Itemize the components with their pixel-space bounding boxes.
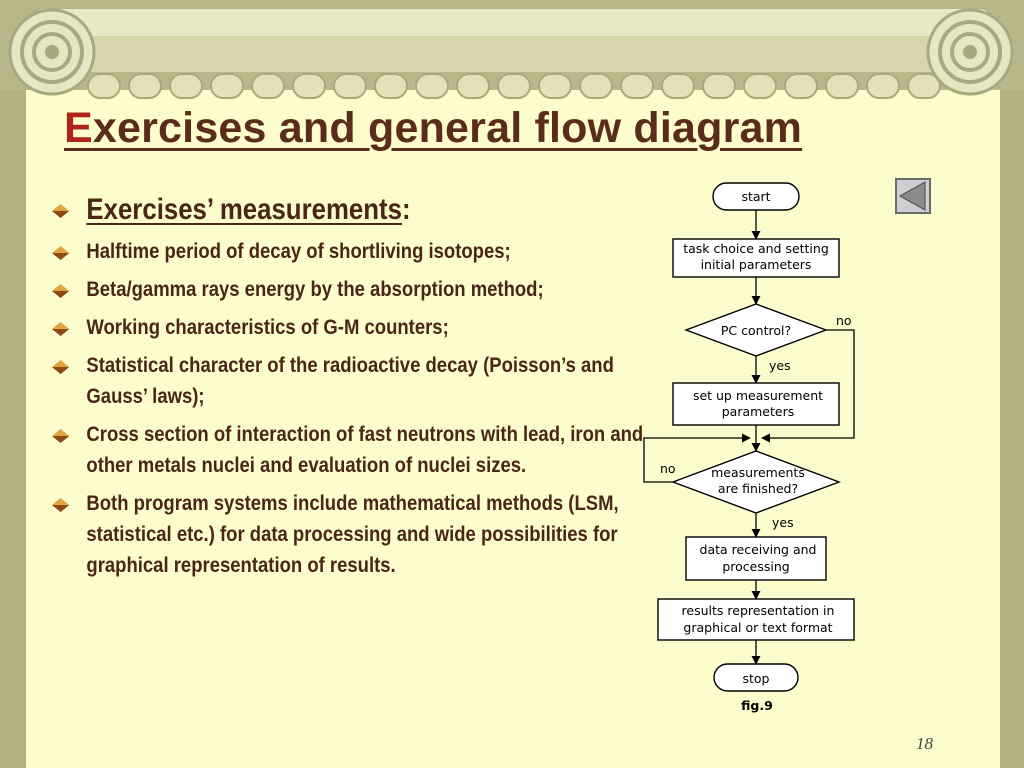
data-label-1: data receiving and — [700, 542, 817, 557]
connector-pc-no — [761, 329, 855, 443]
bullet-list: Exercises’ measurements: Halftime period… — [52, 190, 643, 588]
list-item: Beta/gamma rays energy by the absorption… — [52, 274, 655, 305]
diamond-bullet-icon — [52, 284, 70, 298]
flow-diagram: start task choice and setting initial pa… — [643, 182, 855, 713]
dentil-ornament — [415, 73, 449, 99]
dentil-ornament — [825, 73, 859, 99]
dentil-ornament — [661, 73, 695, 99]
dentil-ornament — [456, 73, 490, 99]
data-box — [685, 536, 827, 581]
figure-caption: fig.9 — [741, 698, 773, 713]
pc-control-label: PC control? — [721, 323, 791, 338]
meas-label-1: measurements — [711, 465, 805, 480]
connector-meas-no — [643, 433, 751, 483]
pc-control-decision — [683, 303, 829, 357]
data-label-2: processing — [722, 559, 789, 574]
list-item: Both program systems include mathematica… — [52, 488, 655, 581]
meas-yes-label: yes — [772, 515, 794, 530]
left-pillar — [0, 90, 26, 768]
right-pillar — [1000, 90, 1024, 768]
results-label-1: results representation in — [682, 603, 835, 618]
meas-no-label: no — [660, 461, 676, 476]
dentil-ornament — [333, 73, 367, 99]
dentil-ornament — [866, 73, 900, 99]
column-capital-decoration — [8, 7, 1014, 99]
slide-title: Exercises and general flow diagram — [64, 104, 802, 153]
previous-slide-button[interactable] — [895, 178, 931, 214]
list-item: Cross section of interaction of fast neu… — [52, 419, 655, 481]
list-heading: Exercises’ measurements: — [52, 190, 655, 230]
diamond-bullet-icon — [52, 246, 70, 260]
meas-label-2: are finished? — [718, 481, 798, 496]
stop-label: stop — [743, 671, 770, 686]
list-item: Halftime period of decay of shortliving … — [52, 236, 655, 267]
dentil-ornament — [743, 73, 777, 99]
page-number: 18 — [916, 734, 933, 753]
diamond-bullet-icon — [52, 498, 70, 512]
dentil-ornament — [251, 73, 285, 99]
results-box — [657, 598, 855, 641]
dentil-ornament — [702, 73, 736, 99]
diamond-bullet-icon — [52, 204, 70, 218]
list-item-text: Beta/gamma rays energy by the absorption… — [86, 277, 544, 301]
start-terminal — [712, 182, 800, 211]
task-label-2: initial parameters — [701, 257, 812, 272]
slide-content-area — [26, 90, 1000, 768]
pc-yes-label: yes — [769, 358, 791, 373]
dentil-ornament — [907, 73, 941, 99]
list-item: Working characteristics of G-M counters; — [52, 312, 655, 343]
dentil-ornament — [538, 73, 572, 99]
dentil-ornament — [87, 73, 121, 99]
pc-no-label: no — [836, 313, 852, 328]
dentil-ornament — [210, 73, 244, 99]
dentil-ornament — [169, 73, 203, 99]
setup-box — [672, 382, 840, 426]
dentil-ornament — [292, 73, 326, 99]
dentil-ornament — [620, 73, 654, 99]
triangle-left-icon — [895, 178, 931, 214]
title-text: xercises and general flow diagram — [92, 104, 803, 152]
diamond-bullet-icon — [52, 322, 70, 336]
measurements-decision — [670, 450, 842, 514]
diamond-bullet-icon — [52, 429, 70, 443]
scroll-volute-right — [926, 8, 1014, 96]
scroll-volute-left — [8, 8, 96, 96]
dentil-ornament — [784, 73, 818, 99]
heading-suffix: : — [401, 193, 411, 226]
list-item: Statistical character of the radioactive… — [52, 350, 655, 412]
list-item-text: Working characteristics of G-M counters; — [86, 315, 449, 339]
dentil-ornament — [128, 73, 162, 99]
start-label: start — [741, 189, 770, 204]
list-item-text: Halftime period of decay of shortliving … — [86, 239, 511, 263]
diamond-bullet-icon — [52, 360, 70, 374]
task-box — [672, 238, 840, 278]
stop-terminal — [713, 663, 799, 692]
dentil-ornament — [374, 73, 408, 99]
title-initial: E — [64, 104, 93, 152]
list-item-text: Cross section of interaction of fast neu… — [86, 422, 644, 477]
list-item-text: Both program systems include mathematica… — [86, 491, 619, 577]
dentil-ornament — [579, 73, 613, 99]
list-item-text: Statistical character of the radioactive… — [86, 353, 614, 408]
dentil-ornament — [497, 73, 531, 99]
task-label-1: task choice and setting — [683, 241, 829, 256]
setup-label-1: set up measurement — [693, 388, 823, 403]
results-label-2: graphical or text format — [683, 620, 832, 635]
heading-text: Exercises’ measurements — [86, 193, 402, 226]
setup-label-2: parameters — [722, 404, 795, 419]
